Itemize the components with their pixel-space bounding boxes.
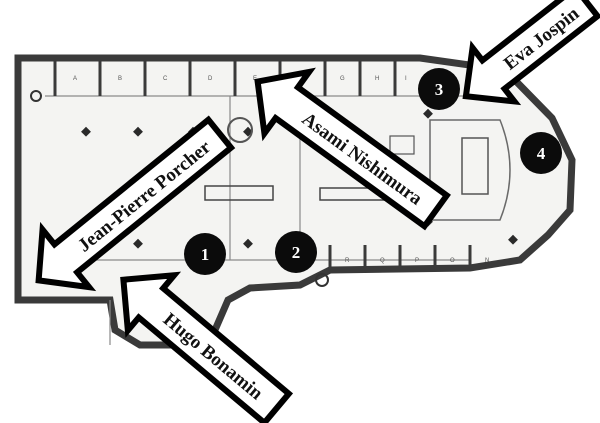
chapel-letter-q: Q [380, 258, 385, 264]
chapel-letter-n: N [485, 258, 489, 264]
marker-1[interactable]: 1 [184, 233, 226, 275]
floor-area [14, 54, 576, 349]
chapels-bottom [328, 245, 472, 270]
chapel-letter-p: P [415, 258, 419, 264]
stall [389, 135, 415, 155]
choir [429, 119, 511, 221]
chapel-letter-o: O [450, 258, 455, 264]
marker-4[interactable]: 4 [520, 132, 562, 174]
chapel-letter-d: D [208, 76, 213, 82]
altar [461, 137, 489, 195]
chapel-letter-h: H [375, 76, 379, 82]
chapel-letter-a: A [73, 76, 77, 82]
entrance-circle [30, 90, 42, 102]
marker-3[interactable]: 3 [418, 68, 460, 110]
font-circle [315, 273, 329, 287]
chapel-letter-g: G [340, 76, 345, 82]
chapel-letter-i: I [405, 76, 407, 82]
marker-2-label: 2 [292, 243, 301, 262]
chapel-letter-b: B [118, 76, 122, 82]
ornament-circle [227, 117, 253, 143]
marker-2[interactable]: 2 [275, 231, 317, 273]
markers: 1 2 3 4 [184, 68, 562, 275]
marker-3-label: 3 [435, 80, 444, 99]
bench-left [204, 185, 274, 201]
marker-4-label: 4 [537, 144, 546, 163]
chapel-letter-r: R [345, 258, 350, 264]
marker-1-label: 1 [201, 245, 210, 264]
chapel-letter-c: C [163, 76, 168, 82]
